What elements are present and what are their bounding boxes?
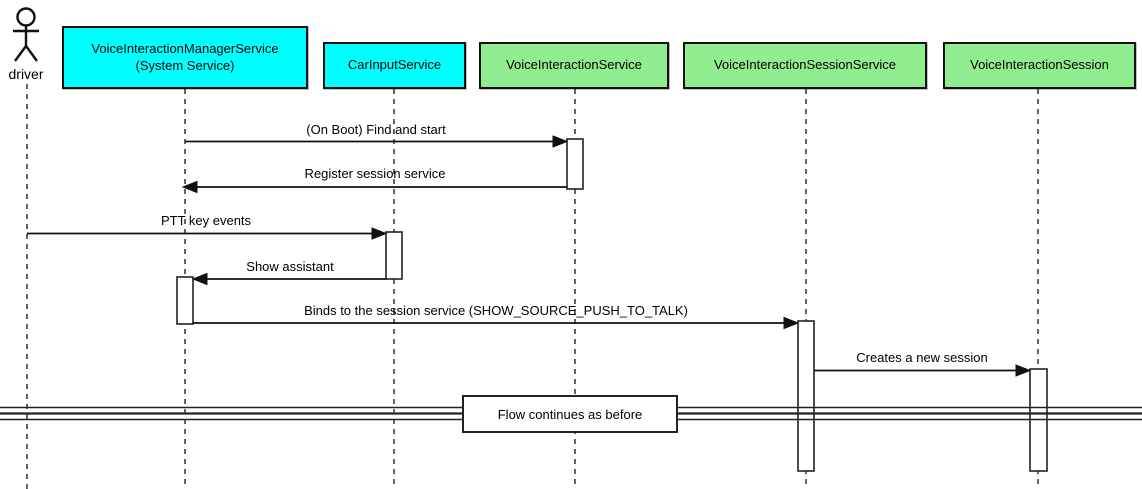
participant-voice-interaction-service: VoiceInteractionService — [479, 42, 669, 89]
message-arrow-on-boot-find-and-start — [185, 135, 569, 148]
activation-car-input-service — [385, 231, 403, 280]
participant-voice-interaction-session-service: VoiceInteractionSessionService — [683, 42, 927, 89]
message-label-on-boot-find-and-start: (On Boot) Find and start — [306, 122, 446, 137]
message-arrow-creates-new-session — [814, 364, 1032, 377]
divider-label: Flow continues as before — [497, 406, 643, 422]
message-label-show-assistant: Show assistant — [246, 259, 334, 274]
message-label-creates-new-session: Creates a new session — [856, 350, 988, 365]
divider-label-box: Flow continues as before — [462, 395, 678, 433]
participant-name: VoiceInteractionService — [506, 57, 642, 73]
participant-name: VoiceInteractionSession — [970, 57, 1109, 73]
message-arrow-show-assistant — [191, 272, 386, 286]
activation-session-service — [797, 320, 815, 472]
activation-manager-service — [176, 276, 194, 325]
participant-name: VoiceInteractionManagerService — [91, 40, 279, 56]
message-arrow-register-session-service — [181, 180, 567, 194]
message-arrow-binds-to-session-service — [193, 316, 800, 330]
actor-label: driver — [8, 66, 44, 82]
message-label-ptt-key-events: PTT key events — [160, 213, 252, 228]
message-label-register-session-service: Register session service — [304, 166, 446, 181]
message-label-binds-to-session-service: Binds to the session service (SHOW_SOURC… — [304, 303, 688, 318]
message-arrow-ptt-key-events — [27, 227, 388, 240]
participant-voice-interaction-session: VoiceInteractionSession — [943, 42, 1136, 89]
participant-subtitle: (System Service) — [135, 57, 235, 73]
participant-name: CarInputService — [347, 57, 442, 73]
actor-icon — [13, 7, 39, 62]
participant-name: VoiceInteractionSessionService — [713, 57, 897, 73]
participant-voice-interaction-manager-service: VoiceInteractionManagerService (System S… — [62, 26, 308, 89]
activation-voice-interaction-service — [566, 138, 584, 190]
participant-car-input-service: CarInputService — [323, 42, 466, 89]
